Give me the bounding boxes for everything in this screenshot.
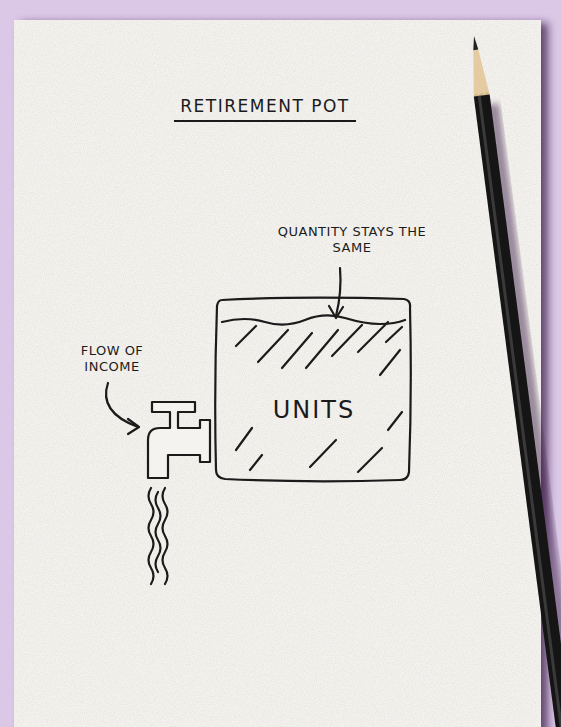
pencil-body [474, 94, 561, 727]
hatch-stroke [236, 428, 252, 450]
pot-border [215, 298, 411, 482]
tap-symbol [148, 402, 210, 478]
units-pot: UNITS [214, 294, 414, 486]
hatch-stroke [386, 327, 402, 342]
annotation-label: QUANTITY STAYS THE SAME [277, 224, 427, 256]
leader-arrow [106, 383, 138, 427]
hatch-stroke [358, 448, 382, 472]
water-stream [163, 488, 168, 584]
leader-arrow [336, 268, 341, 316]
pencil-wood [468, 49, 490, 97]
hatch-stroke [380, 350, 400, 375]
hatch-stroke [306, 330, 338, 368]
pencil-highlight [478, 96, 561, 727]
hatch-stroke [282, 333, 312, 368]
fill-level-line [222, 315, 405, 324]
pot-outline [214, 294, 414, 486]
hatch-stroke [358, 322, 388, 352]
hatch-stroke [388, 412, 402, 430]
hatch-stroke [250, 455, 262, 470]
paper-texture [14, 20, 541, 727]
pencil-lead [472, 36, 479, 51]
hatch-stroke [310, 440, 336, 467]
pencil [466, 34, 561, 727]
arrow-head [128, 419, 139, 434]
hatch-stroke [236, 326, 256, 346]
paper-sheet [14, 20, 541, 727]
hatch-stroke [258, 330, 288, 362]
water-stream [149, 488, 154, 584]
pot-label: UNITS [273, 356, 356, 424]
water-stream [156, 492, 161, 572]
annotation-label: FLOW OF INCOME [72, 343, 152, 375]
page-title: RETIREMENT POT [174, 96, 355, 122]
